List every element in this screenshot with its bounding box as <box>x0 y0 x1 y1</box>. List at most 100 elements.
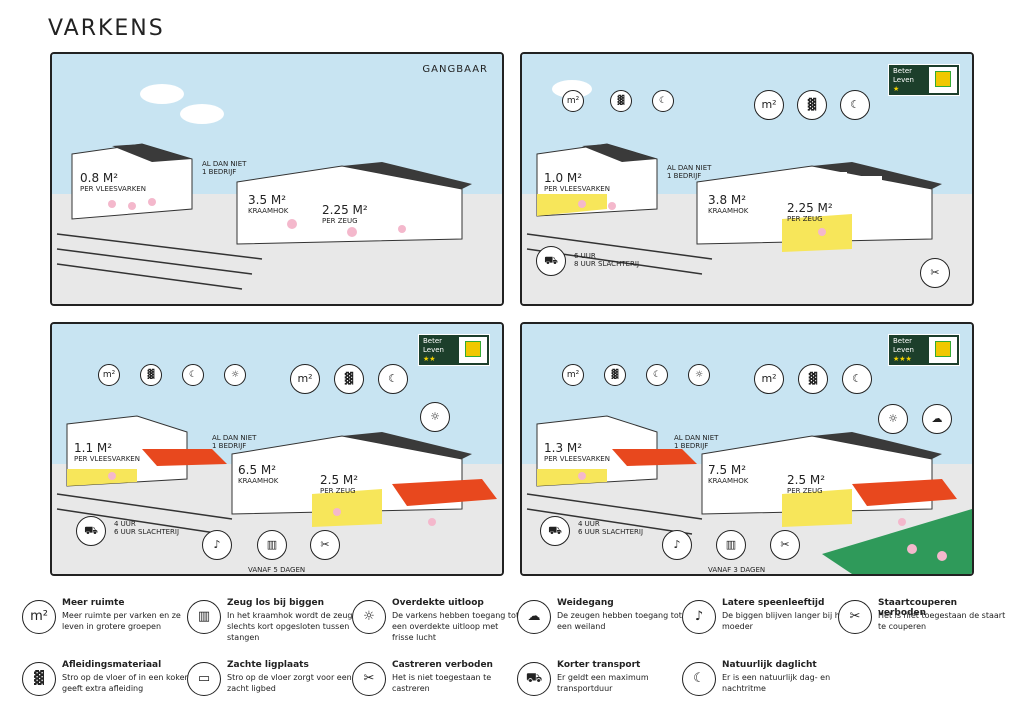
badge-title: Beter Leven <box>893 67 914 84</box>
area-mid: 3.5 M² <box>248 193 287 207</box>
area-mid-sub: KRAAMHOK <box>238 477 279 485</box>
legend-desc: De varkens hebben toegang tot een overde… <box>392 611 520 642</box>
space-icon: m² <box>754 364 784 394</box>
area-right-sub: PER ZEUG <box>322 217 358 225</box>
area-mid-sub: KRAAMHOK <box>708 207 749 215</box>
covered-outdoor-icon: ☼ <box>224 364 246 386</box>
area-mid: 6.5 M² <box>238 463 277 477</box>
legend-title: Zeug los bij biggen <box>227 598 325 608</box>
area-right-sub: PER ZEUG <box>320 487 356 495</box>
farm-note: AL DAN NIET 1 BEDRIJF <box>674 434 719 450</box>
castration-icon: ✂ <box>770 530 800 560</box>
daylight-icon: ☾ <box>378 364 408 394</box>
beter-leven-badge: Beter Leven ★★★ <box>888 334 960 366</box>
straw-icon: ▓ <box>798 364 828 394</box>
covered-outdoor-icon: ☼ <box>878 404 908 434</box>
tail-docking-icon: ✂ <box>920 258 950 288</box>
legend-item-piglet: ♪ Latere speenleeftijd De biggen blijven… <box>682 598 852 648</box>
legend-desc: De zeugen hebben toegang tot een weiland <box>557 611 682 631</box>
badge-stars: ★★★ <box>893 355 912 363</box>
space-icon: m² <box>98 364 120 386</box>
dierenbescherming-logo-icon <box>929 67 957 93</box>
area-right: 2.25 M² <box>322 203 368 217</box>
area-right: 2.5 M² <box>787 473 826 487</box>
legend-item-transport: ⛟ Korter transport Er geldt een maximum … <box>517 660 687 710</box>
legend-desc: De biggen blijven langer bij hun moeder <box>722 611 850 631</box>
piglet-icon: ♪ <box>202 530 232 560</box>
area-right: 2.25 M² <box>787 201 833 215</box>
badge-title: Beter Leven <box>423 337 444 354</box>
dierenbescherming-logo-icon <box>459 337 487 363</box>
legend-item-covered-outdoor: ☼ Overdekte uitloop De varkens hebben to… <box>352 598 522 648</box>
panel-one-star: Beter Leven ★ m² ▓ ☾ m² ▓ ☾ 1.0 M² PER V… <box>520 52 974 306</box>
panel-conventional: GANGBAAR 0.8 M² PER VLEESVARKEN AL DAN N… <box>50 52 504 306</box>
weaning-note: VANAF 3 DAGEN <box>708 566 766 574</box>
space-icon: m² <box>22 600 56 634</box>
area-left-sub: PER VLEESVARKEN <box>544 185 610 193</box>
area-right-sub: PER ZEUG <box>787 487 823 495</box>
area-left: 1.1 M² <box>74 441 113 455</box>
badge-stars: ★★ <box>423 355 436 363</box>
legend-item-space: m² Meer ruimte Meer ruimte per varken en… <box>22 598 192 648</box>
legend-title: Latere speenleeftijd <box>722 598 825 608</box>
pasture-icon: ☁ <box>922 404 952 434</box>
badge-title: Beter Leven <box>893 337 914 354</box>
legend-title: Natuurlijk daglicht <box>722 660 817 670</box>
weaning-note: VANAF 5 DAGEN <box>248 566 306 574</box>
panel-illustration <box>52 324 502 574</box>
farm-note: AL DAN NIET 1 BEDRIJF <box>212 434 257 450</box>
crate-icon: ▥ <box>257 530 287 560</box>
farm-note: AL DAN NIET 1 BEDRIJF <box>202 160 247 176</box>
legend-title: Korter transport <box>557 660 641 670</box>
legend-title: Afleidingsmateriaal <box>62 660 162 670</box>
space-icon: m² <box>562 90 584 112</box>
panel-illustration <box>52 54 502 304</box>
legend-title: Castreren verboden <box>392 660 493 670</box>
page-title: VARKENS <box>48 16 165 41</box>
truck-icon: ⛟ <box>76 516 106 546</box>
legend-item-crate: ▥ Zeug los bij biggen In het kraamhok wo… <box>187 598 357 648</box>
farm-note: AL DAN NIET 1 BEDRIJF <box>667 164 712 180</box>
daylight-icon: ☾ <box>840 90 870 120</box>
panel-two-star: Beter Leven ★★ m² ▓ ☾ ☼ m² ▓ ☾ ☼ 1.1 M² … <box>50 322 504 576</box>
area-left: 0.8 M² <box>80 171 119 185</box>
space-icon: m² <box>562 364 584 386</box>
transport-note: 4 UUR 6 UUR SLACHTERIJ <box>578 520 644 536</box>
area-mid: 3.8 M² <box>708 193 747 207</box>
truck-icon: ⛟ <box>540 516 570 546</box>
tail-docking-icon: ✂ <box>838 600 872 634</box>
pasture-icon: ☁ <box>517 600 551 634</box>
covered-outdoor-icon: ☼ <box>688 364 710 386</box>
area-right: 2.5 M² <box>320 473 359 487</box>
panel-illustration <box>522 324 972 574</box>
transport-note: 6 UUR 8 UUR SLACHTERIJ <box>574 252 640 268</box>
truck-icon: ⛟ <box>517 662 551 696</box>
legend-item-straw: ▓ Afleidingsmateriaal Stro op de vloer o… <box>22 660 192 710</box>
straw-icon: ▓ <box>334 364 364 394</box>
legend-item-daylight: ☾ Natuurlijk daglicht Er is een natuurli… <box>682 660 852 710</box>
daylight-icon: ☾ <box>182 364 204 386</box>
legend-title: Meer ruimte <box>62 598 125 608</box>
straw-icon: ▓ <box>22 662 56 696</box>
soft-bed-icon: ▭ <box>187 662 221 696</box>
castration-icon: ✂ <box>352 662 386 696</box>
castration-icon: ✂ <box>310 530 340 560</box>
space-icon: m² <box>754 90 784 120</box>
area-left: 1.0 M² <box>544 171 583 185</box>
area-mid-sub: KRAAMHOK <box>708 477 749 485</box>
panel-corner-label: GANGBAAR <box>422 64 488 75</box>
piglet-icon: ♪ <box>662 530 692 560</box>
legend-title: Staartcouperen verboden <box>878 598 958 618</box>
transport-note: 4 UUR 6 UUR SLACHTERIJ <box>114 520 180 536</box>
daylight-icon: ☾ <box>842 364 872 394</box>
daylight-icon: ☾ <box>652 90 674 112</box>
legend-desc: Meer ruimte per varken en ze leven in gr… <box>62 611 181 631</box>
legend-desc: Er is een natuurlijk dag- en nachtritme <box>722 673 831 693</box>
covered-outdoor-icon: ☼ <box>352 600 386 634</box>
legend-desc: Er geldt een maximum transportduur <box>557 673 649 693</box>
legend-desc: Stro op de vloer zorgt voor een zacht li… <box>227 673 352 693</box>
straw-icon: ▓ <box>604 364 626 386</box>
dierenbescherming-logo-icon <box>929 337 957 363</box>
covered-outdoor-icon: ☼ <box>420 402 450 432</box>
beter-leven-badge: Beter Leven ★★ <box>418 334 490 366</box>
